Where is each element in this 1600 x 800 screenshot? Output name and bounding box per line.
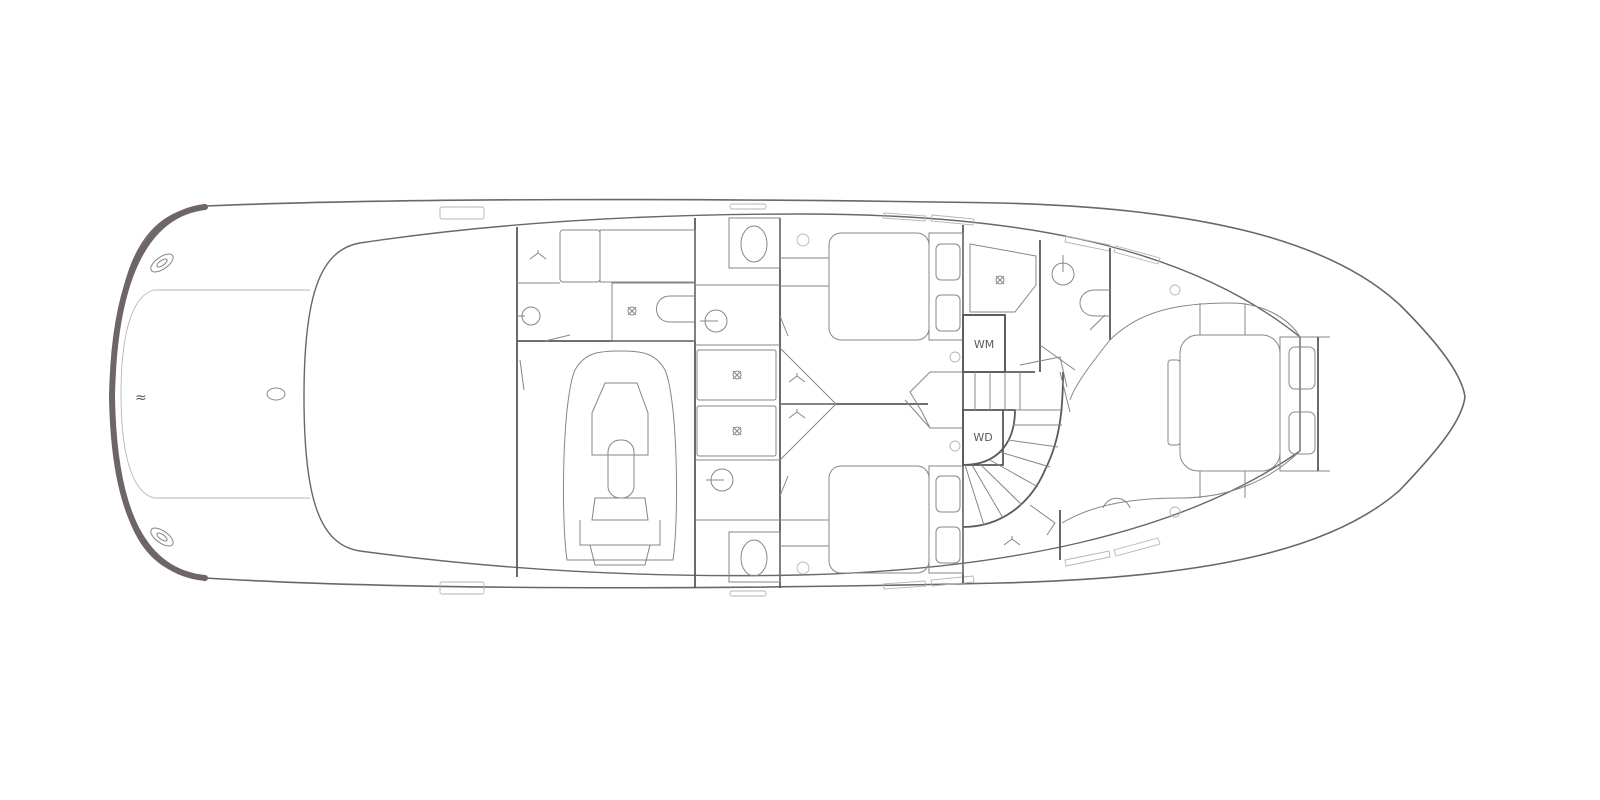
washing-machine-label: WM <box>974 338 994 351</box>
starboard-head <box>695 405 781 583</box>
shower-drain-icon <box>732 370 742 380</box>
tender-boat <box>562 350 678 566</box>
deck-hatch <box>266 387 286 401</box>
stern-transom <box>108 204 208 581</box>
cleat-icon <box>150 253 174 273</box>
shower-drain-icon <box>732 426 742 436</box>
hull: ≈ <box>108 198 1466 597</box>
toilet-icon <box>740 539 768 577</box>
aft-utility-room <box>517 229 696 391</box>
swim-platform <box>120 289 310 499</box>
guest-cabin-starboard <box>780 440 964 575</box>
toilet-icon <box>1079 289 1110 317</box>
vip-head <box>969 243 1110 371</box>
toilet-icon <box>740 225 768 263</box>
spiral-staircase <box>962 356 1071 546</box>
port-head <box>695 217 781 401</box>
shower-drain-icon <box>627 306 637 316</box>
logo-icon: ≈ <box>135 390 147 406</box>
guest-cabin-port <box>780 232 964 363</box>
utility-lockers: WM WD <box>962 314 1006 466</box>
wardrobe <box>779 315 837 497</box>
master-cabin <box>1061 284 1330 524</box>
shower-drain-icon <box>995 275 1005 285</box>
deck-line <box>303 213 1301 577</box>
hanger-icon <box>788 409 806 419</box>
cleat-icon <box>150 527 174 547</box>
toilet-icon <box>656 295 695 323</box>
lobby-doors <box>904 371 963 429</box>
hanger-icon <box>1003 536 1021 546</box>
hanger-icon <box>788 373 806 383</box>
hull-windows <box>439 203 1161 597</box>
interior-walls <box>516 218 1111 588</box>
hanger-icon <box>529 250 547 260</box>
washer-dryer-label: WD <box>973 431 992 444</box>
